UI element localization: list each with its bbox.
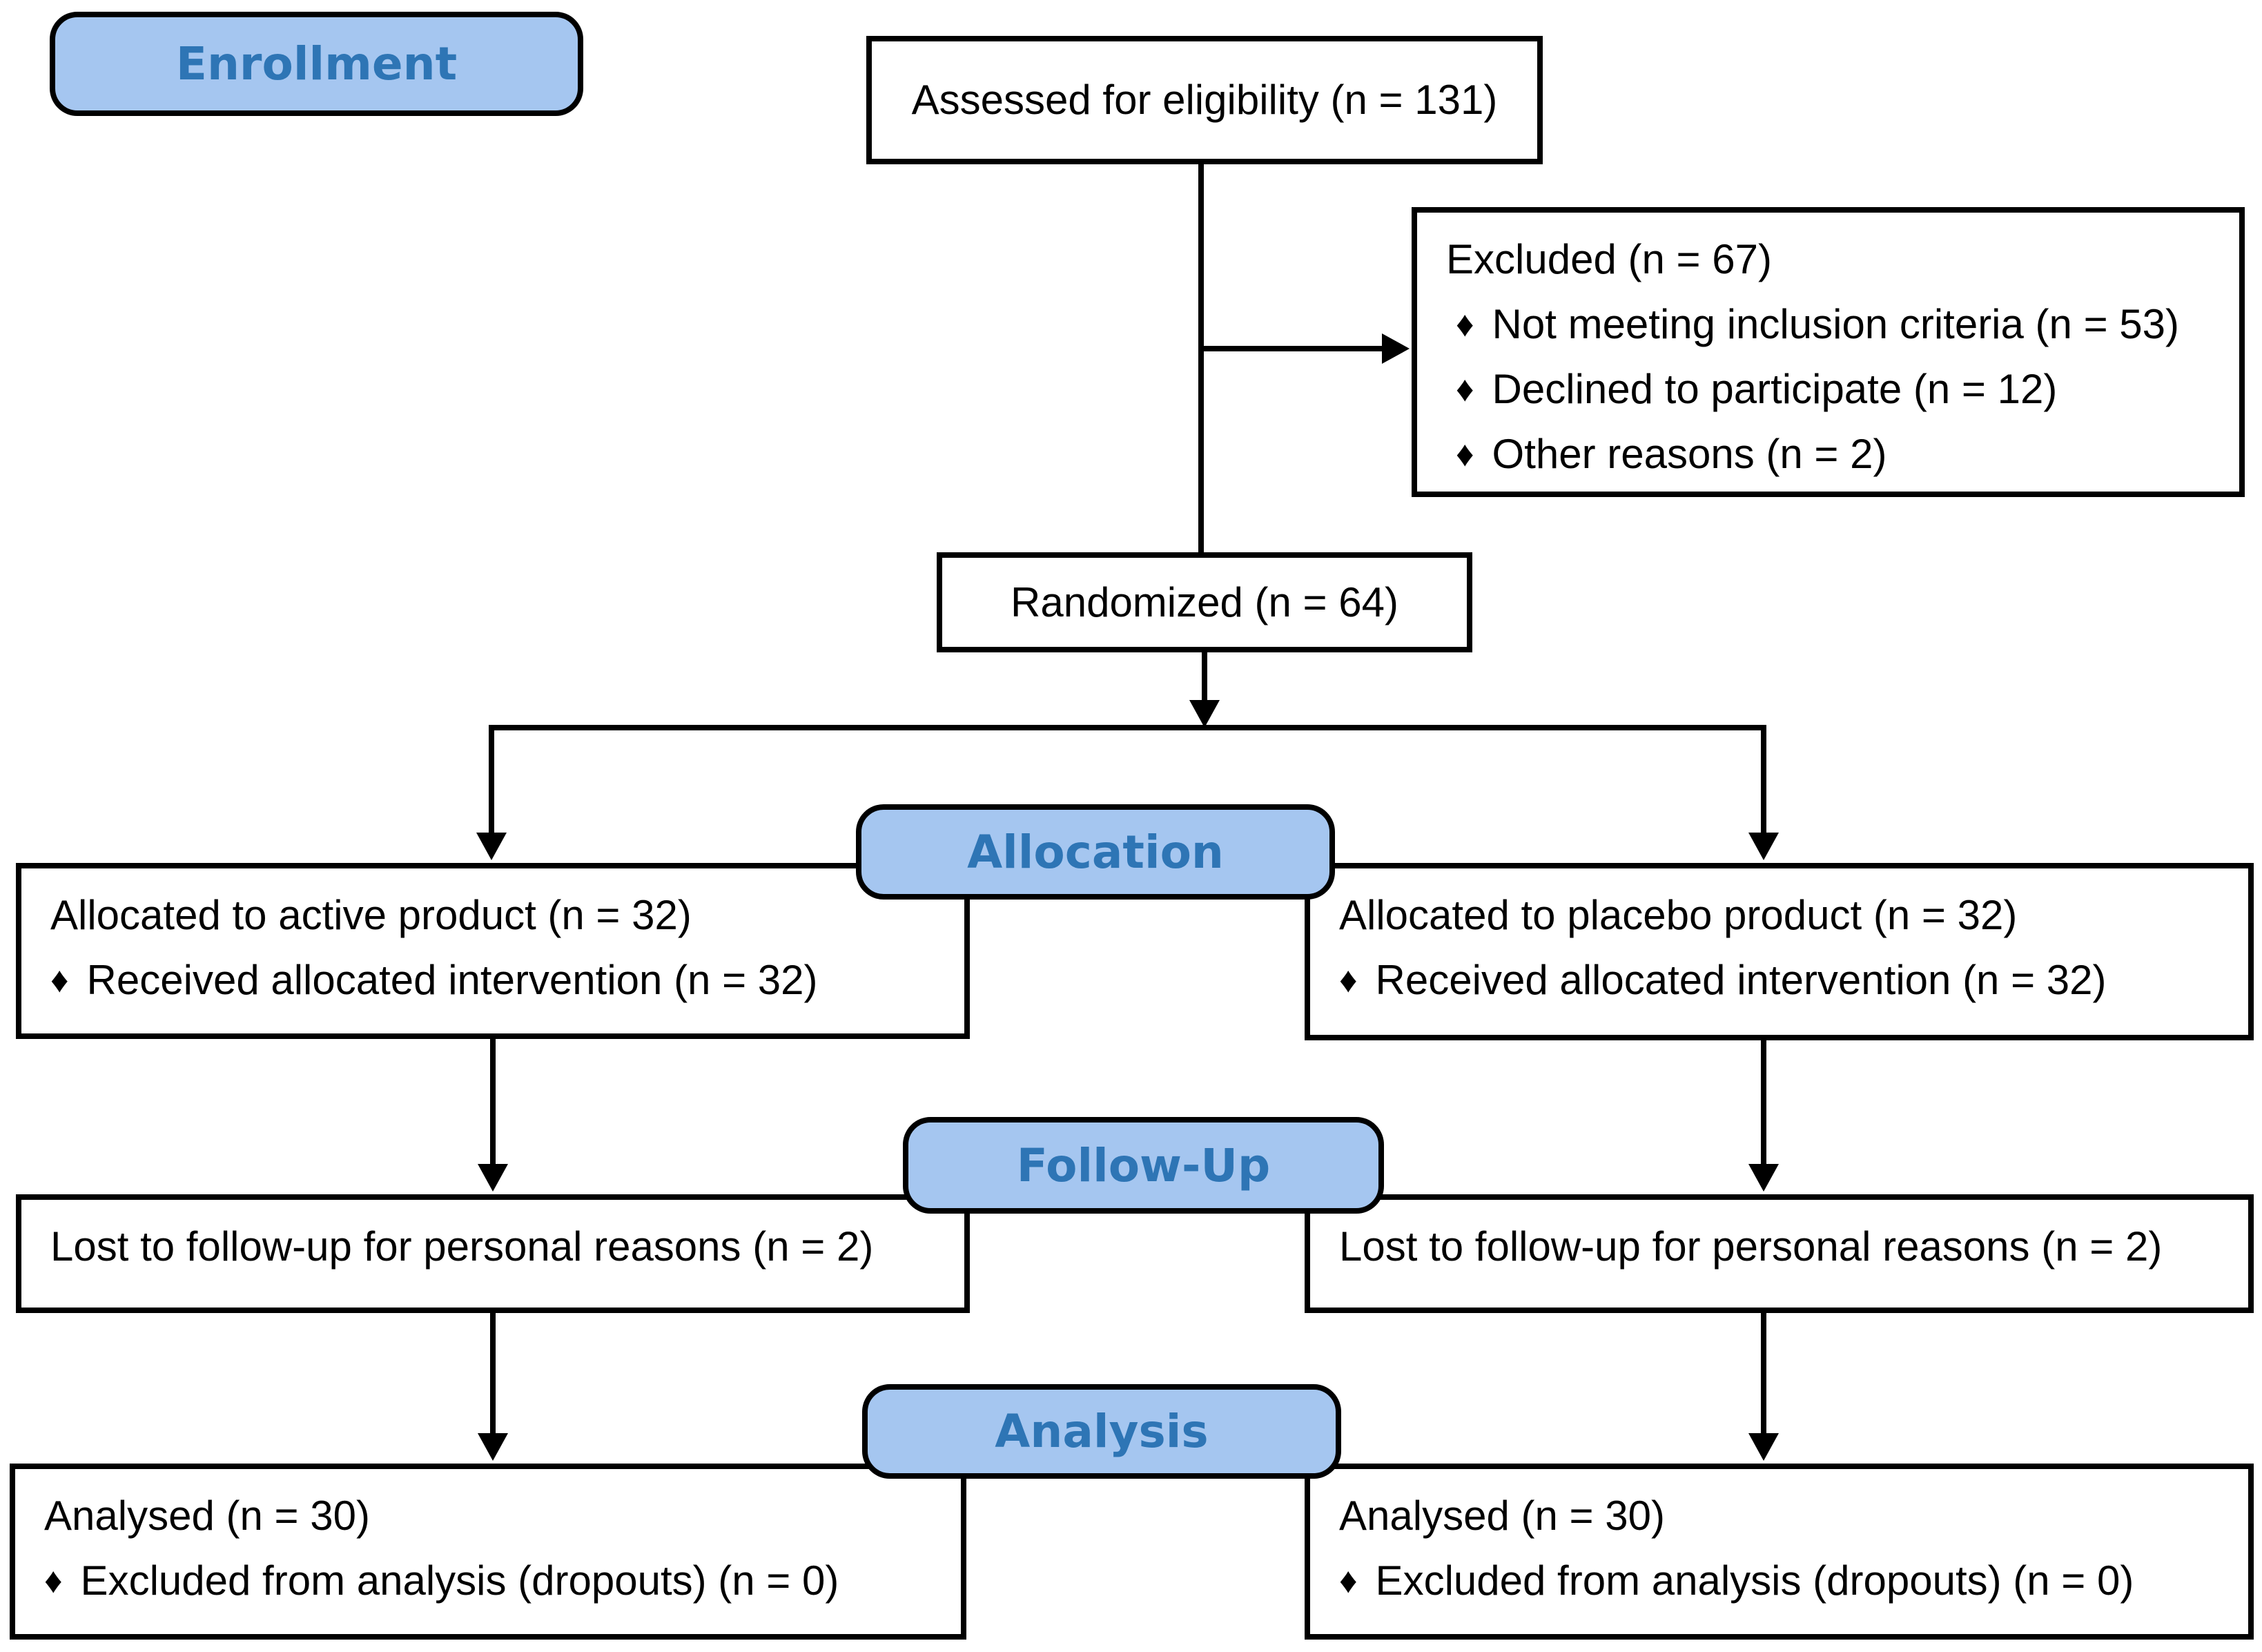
arrowhead-down-into-analysis-left [478, 1433, 508, 1461]
stage-pill-analysis: Analysis [862, 1384, 1341, 1479]
arrowhead-down-into-followup-right [1748, 1164, 1779, 1192]
arrowhead-down-at-split [1189, 700, 1220, 728]
arrowhead-down-into-analysis-right [1748, 1433, 1779, 1461]
arrow-line-split-to-alloc-right [1761, 725, 1766, 835]
box-analysed-placebo-title: Analysed (n = 30) [1339, 1493, 1665, 1539]
bullet-text: Excluded from analysis (dropouts) (n = 0… [1375, 1557, 2134, 1604]
stage-pill-followup: Follow-Up [903, 1117, 1384, 1214]
diamond-bullet-icon: ♦ [1456, 434, 1474, 474]
box-analysed-placebo-bullet-excluded: ♦ Excluded from analysis (dropouts) (n =… [1339, 1560, 2219, 1602]
box-allocated-placebo-bullet-received: ♦ Received allocated intervention (n = 3… [1339, 960, 2219, 1001]
arrow-line-followup-to-analysis-left [490, 1313, 496, 1435]
bullet-text: Other reasons (n = 2) [1492, 431, 1887, 477]
box-analysed-active-title: Analysed (n = 30) [44, 1493, 370, 1539]
box-lost-followup-active: Lost to follow-up for personal reasons (… [16, 1194, 970, 1313]
box-analysed-active-bullet-excluded: ♦ Excluded from analysis (dropouts) (n =… [44, 1560, 932, 1602]
box-assessed-title: Assessed for eligibility (n = 131) [911, 77, 1498, 123]
diamond-bullet-icon: ♦ [1456, 304, 1474, 344]
box-excluded-bullet-other-reasons: ♦ Other reasons (n = 2) [1446, 434, 2210, 475]
box-excluded-bullet-not-meeting-criteria: ♦ Not meeting inclusion criteria (n = 53… [1446, 304, 2210, 345]
diamond-bullet-icon: ♦ [1456, 369, 1474, 409]
arrowhead-down-into-followup-left [478, 1164, 508, 1192]
box-randomized: Randomized (n = 64) [937, 552, 1472, 652]
box-lost-followup-placebo: Lost to follow-up for personal reasons (… [1305, 1194, 2254, 1313]
diamond-bullet-icon: ♦ [44, 1561, 63, 1601]
box-allocated-placebo: Allocated to placebo product (n = 32) ♦ … [1305, 863, 2254, 1040]
arrow-line-followup-to-analysis-right [1761, 1313, 1766, 1435]
box-assessed-for-eligibility: Assessed for eligibility (n = 131) [866, 36, 1543, 164]
stage-label-allocation: Allocation [967, 825, 1224, 879]
bullet-text: Declined to participate (n = 12) [1492, 366, 2058, 412]
stage-pill-allocation: Allocation [856, 804, 1335, 900]
arrow-line-randomized-to-split [1202, 652, 1207, 702]
box-excluded: Excluded (n = 67) ♦ Not meeting inclusio… [1412, 207, 2245, 497]
arrow-line-split-to-alloc-left [489, 725, 494, 835]
box-excluded-title: Excluded (n = 67) [1446, 236, 1772, 282]
bullet-text: Received allocated intervention (n = 32) [86, 957, 818, 1003]
box-excluded-bullet-declined: ♦ Declined to participate (n = 12) [1446, 369, 2210, 410]
box-allocated-placebo-title: Allocated to placebo product (n = 32) [1339, 892, 2018, 938]
arrowhead-down-into-alloc-left [476, 833, 507, 860]
diamond-bullet-icon: ♦ [1339, 1561, 1358, 1601]
bullet-text: Not meeting inclusion criteria (n = 53) [1492, 301, 2179, 347]
box-analysed-placebo: Analysed (n = 30) ♦ Excluded from analys… [1305, 1464, 2254, 1640]
arrow-line-alloc-to-followup-right [1761, 1040, 1766, 1167]
box-lost-followup-active-title: Lost to follow-up for personal reasons (… [50, 1223, 874, 1270]
arrow-line-branch-to-excluded [1201, 346, 1382, 351]
arrowhead-down-into-alloc-right [1748, 833, 1779, 860]
diamond-bullet-icon: ♦ [50, 960, 69, 1000]
box-analysed-active: Analysed (n = 30) ♦ Excluded from analys… [10, 1464, 966, 1640]
stage-label-analysis: Analysis [995, 1405, 1209, 1458]
arrow-line-assessed-to-randomized [1198, 164, 1204, 552]
box-allocated-active-title: Allocated to active product (n = 32) [50, 892, 692, 938]
box-allocated-active: Allocated to active product (n = 32) ♦ R… [16, 863, 970, 1039]
stage-label-enrollment: Enrollment [175, 37, 458, 90]
bullet-text: Excluded from analysis (dropouts) (n = 0… [80, 1557, 839, 1604]
box-allocated-active-bullet-received: ♦ Received allocated intervention (n = 3… [50, 960, 935, 1001]
stage-pill-enrollment: Enrollment [50, 12, 583, 116]
box-randomized-title: Randomized (n = 64) [1011, 579, 1398, 625]
box-lost-followup-placebo-title: Lost to follow-up for personal reasons (… [1339, 1223, 2163, 1270]
stage-label-followup: Follow-Up [1016, 1138, 1271, 1192]
split-bar [489, 725, 1764, 730]
arrow-line-alloc-to-followup-left [490, 1039, 496, 1167]
diamond-bullet-icon: ♦ [1339, 960, 1358, 1000]
bullet-text: Received allocated intervention (n = 32) [1375, 957, 2107, 1003]
arrowhead-right-into-excluded [1382, 333, 1410, 364]
